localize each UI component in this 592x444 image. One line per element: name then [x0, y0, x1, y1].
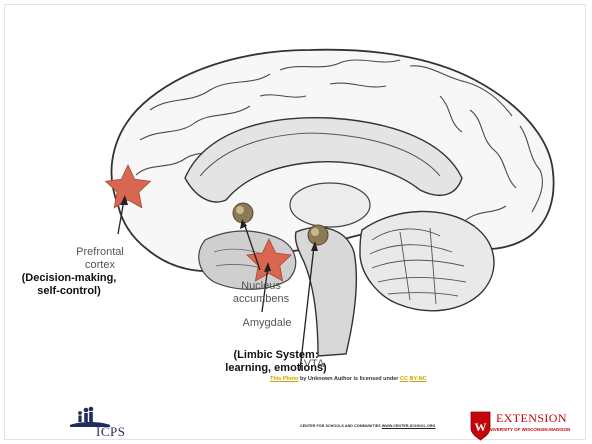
credit-text: by Unknown Author is licensed under [298, 376, 400, 382]
prefrontal-role-label: (Decision-making, self-control) [14, 272, 124, 298]
vta-label: VTA [296, 358, 332, 371]
center-name: CENTER FOR SCHOOLS AND COMMUNITIES [300, 424, 381, 428]
nucleus-accumbens-label: Nucleus accumbens [226, 280, 296, 306]
svg-text:W: W [475, 420, 487, 434]
center-website-link[interactable]: WWW.CENTER-SCHOOL.ORG [382, 424, 436, 428]
vta-marker [308, 225, 328, 245]
center-for-schools-text: CENTER FOR SCHOOLS AND COMMUNITIES WWW.C… [300, 424, 435, 428]
prefrontal-cortex-label: Prefrontal cortex [60, 246, 140, 272]
license-link-cc[interactable]: CC [400, 376, 408, 382]
photo-credit: This Photo by Unknown Author is licensed… [270, 376, 590, 382]
cerebellum [360, 211, 494, 310]
amygdale-label: Amygdale [232, 317, 302, 330]
extension-logo-title: EXTENSION [496, 411, 567, 426]
thalamus [290, 183, 370, 227]
photo-link[interactable]: This Photo [270, 376, 298, 382]
nucleus-accumbens-marker [233, 203, 253, 223]
uw-crest-icon: W [471, 412, 490, 440]
license-link-by-nc[interactable]: BY-NC [409, 376, 426, 382]
extension-logo-subtitle: UNIVERSITY OF WISCONSIN-MADISON [486, 427, 570, 432]
brainstem [295, 227, 356, 356]
icps-logo-text: ICPS [96, 424, 125, 440]
